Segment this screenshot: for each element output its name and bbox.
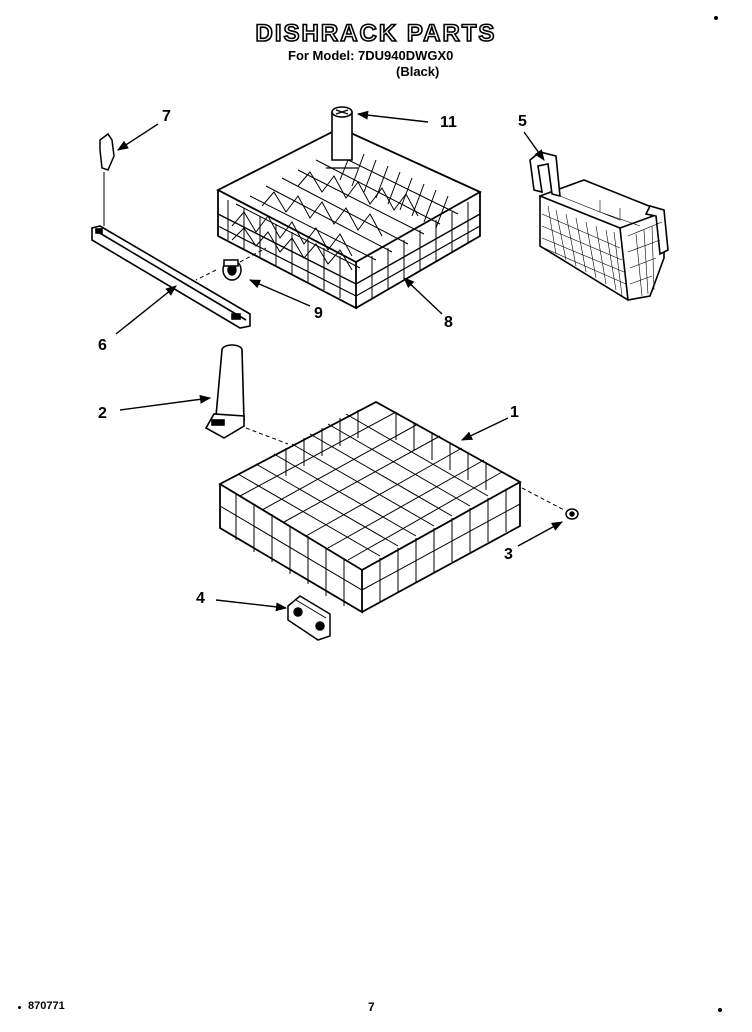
part-9-roller <box>222 259 242 281</box>
callout-2: 2 <box>98 405 107 422</box>
scan-mark <box>718 1008 722 1012</box>
model-color: (Black) <box>396 64 440 79</box>
callout-9: 9 <box>314 305 323 322</box>
callout-7: 7 <box>162 108 171 125</box>
part-1-lower-rack <box>218 400 522 614</box>
part-6-rail <box>91 225 251 329</box>
scan-mark <box>714 16 718 20</box>
part-11-post <box>326 106 358 169</box>
part-3-wheel <box>565 508 579 520</box>
callout-4: 4 <box>196 590 205 607</box>
page-number: 7 <box>368 1000 375 1014</box>
callout-11: 11 <box>440 114 457 131</box>
model-line: For Model: 7DU940DWGX0 <box>288 48 454 63</box>
scan-mark <box>18 1006 21 1009</box>
callout-3: 3 <box>504 546 513 563</box>
callout-6: 6 <box>98 337 107 354</box>
part-8-upper-rack <box>216 127 482 310</box>
callout-1: 1 <box>510 404 519 421</box>
part-4-bracket <box>287 595 331 641</box>
callout-5: 5 <box>518 113 527 130</box>
callout-8: 8 <box>444 314 453 331</box>
page-title: DISHRACK PARTS <box>255 19 497 48</box>
doc-number: 870771 <box>28 1000 65 1012</box>
part-2-post <box>204 344 245 439</box>
leader-lines <box>115 110 563 612</box>
part-7-clip <box>99 132 115 226</box>
part-5-basket <box>529 151 669 301</box>
